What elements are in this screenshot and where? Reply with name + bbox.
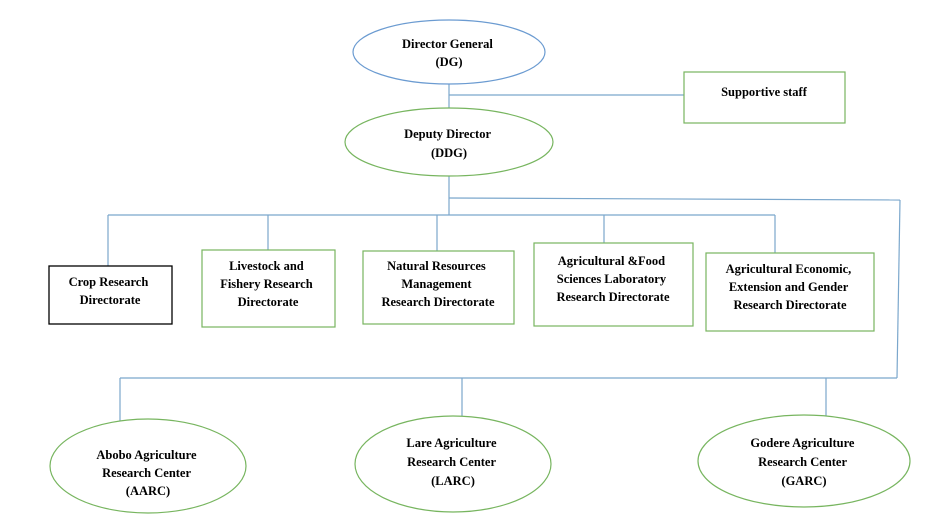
deputy-director-abbr: (DDG) — [431, 146, 467, 160]
crop-research-directorate-node: Crop Research Directorate — [48, 265, 173, 325]
agri-food-sciences-directorate-box — [533, 242, 694, 327]
deputy-director-node: Deputy Director (DDG) — [344, 107, 554, 177]
svg-text:Livestock and Fishery Re: Livestock and Fishery Research Directora… — [220, 259, 316, 309]
livestock-line-1: Livestock and — [229, 259, 304, 273]
godere-line-1: Godere Agriculture — [750, 436, 854, 450]
abobo-research-center-node: Abobo Agriculture Research Center (AARC) — [49, 418, 247, 514]
godere-line-2: Research Center — [758, 455, 847, 469]
supportive-staff-box — [683, 71, 846, 124]
svg-text:Lare Agriculture Researc: Lare Agriculture Research Center (LARC) — [406, 436, 499, 488]
agri-economic-line-1: Agricultural Economic, — [726, 262, 852, 276]
agri-food-line-2: Sciences Laboratory — [557, 272, 667, 286]
agri-food-line-3: Research Directorate — [556, 290, 669, 304]
godere-research-center-node: Godere Agriculture Research Center (GARC… — [697, 414, 911, 508]
natural-resources-directorate-node: Natural Resources Management Research Di… — [362, 250, 515, 325]
natural-resources-line-1: Natural Resources — [387, 259, 486, 273]
agri-food-line-1: Agricultural &Food — [558, 254, 665, 268]
godere-research-center-ellipse — [697, 414, 911, 508]
connector-center-route-top — [448, 197, 901, 201]
deputy-director-line: Deputy Director — [404, 127, 491, 141]
livestock-fishery-directorate-node: Livestock and Fishery Research Directora… — [201, 249, 336, 328]
natural-resources-line-3: Research Directorate — [381, 295, 494, 309]
livestock-line-3: Directorate — [238, 295, 299, 309]
supportive-staff-label: Supportive staff — [721, 85, 808, 99]
svg-text:Agricultural &Food Scien: Agricultural &Food Sciences Laboratory R… — [556, 254, 669, 304]
abobo-line-1: Abobo Agriculture — [96, 448, 197, 462]
lare-line-3: (LARC) — [431, 474, 475, 488]
agri-economic-directorate-node: Agricultural Economic, Extension and Gen… — [705, 252, 875, 332]
director-general-ellipse — [352, 19, 546, 85]
svg-text:Director General (DG): Director General (DG) — [402, 37, 496, 69]
natural-resources-directorate-box — [362, 250, 515, 325]
svg-text:Crop Research Directorat: Crop Research Directorate — [69, 275, 152, 307]
svg-text:Supportive staff: Supportive staff — [721, 85, 808, 99]
deputy-director-ellipse — [344, 107, 554, 177]
agri-economic-directorate-box — [705, 252, 875, 332]
svg-text:Deputy Director (DDG): Deputy Director (DDG) — [404, 127, 494, 160]
supportive-staff-node: Supportive staff — [683, 71, 846, 124]
connector-lines — [107, 84, 901, 425]
svg-text:Abobo Agriculture Resear: Abobo Agriculture Research Center (AARC) — [96, 448, 199, 498]
abobo-line-3: (AARC) — [126, 484, 170, 498]
svg-text:Agricultural Economic, E: Agricultural Economic, Extension and Gen… — [726, 262, 855, 312]
agri-economic-line-2: Extension and Gender — [729, 280, 849, 294]
lare-research-center-ellipse — [354, 415, 552, 513]
lare-research-center-node: Lare Agriculture Research Center (LARC) — [354, 415, 552, 513]
director-general-abbr: (DG) — [435, 55, 462, 69]
svg-text:Godere Agriculture Resea: Godere Agriculture Research Center (GARC… — [750, 436, 857, 488]
abobo-research-center-ellipse — [49, 418, 247, 514]
agri-economic-line-3: Research Directorate — [733, 298, 846, 312]
crop-research-line-2: Directorate — [80, 293, 141, 307]
livestock-fishery-directorate-box — [201, 249, 336, 328]
natural-resources-line-2: Management — [401, 277, 472, 291]
director-general-line: Director General — [402, 37, 493, 51]
agri-food-sciences-directorate-node: Agricultural &Food Sciences Laboratory R… — [533, 242, 694, 327]
abobo-line-2: Research Center — [102, 466, 191, 480]
godere-line-3: (GARC) — [781, 474, 826, 488]
lare-line-1: Lare Agriculture — [406, 436, 497, 450]
livestock-line-2: Fishery Research — [220, 277, 313, 291]
crop-research-line-1: Crop Research — [69, 275, 149, 289]
director-general-node: Director General (DG) — [352, 19, 546, 85]
svg-text:Natural Resources Manage: Natural Resources Management Research Di… — [381, 259, 494, 309]
lare-line-2: Research Center — [407, 455, 496, 469]
crop-research-directorate-box — [48, 265, 173, 325]
connector-center-route-right — [896, 199, 901, 379]
